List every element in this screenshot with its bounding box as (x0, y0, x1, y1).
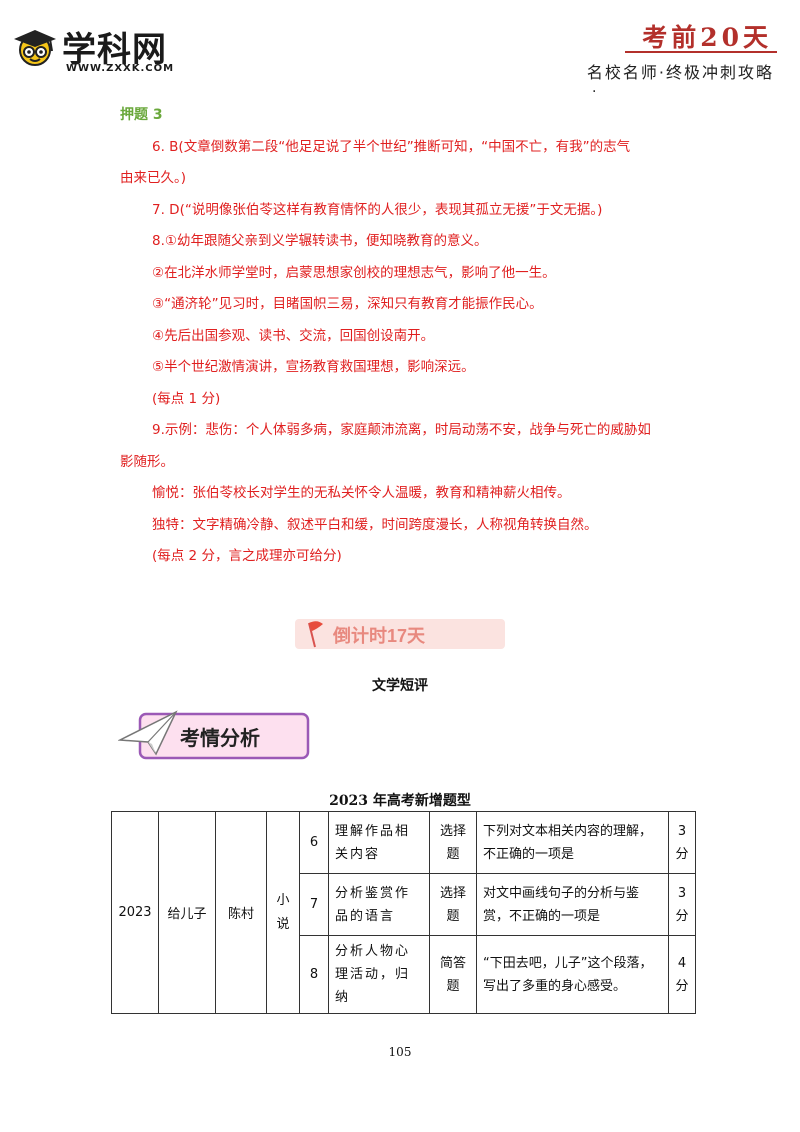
section-label: 押题 3 (120, 107, 163, 123)
logo-url: WWW.ZXXK.COM (66, 63, 175, 74)
answer-line: (每点 2 分，言之成理亦可给分) (152, 548, 342, 564)
cell-score: 3分 (675, 823, 689, 862)
cell-num: 7 (299, 873, 329, 936)
answer-line: 9.示例：悲伤：个人体弱多病，家庭颠沛流离，时局动荡不安，战争与死亡的威胁如 (152, 422, 651, 438)
cell-desc: 对文中画线句子的分析与鉴赏，不正确的一项是 (476, 873, 669, 936)
table-row: 7 分析鉴赏作品的语言 选择题 对文中画线句子的分析与鉴赏，不正确的一项是 3分 (112, 873, 696, 936)
cell-score: 4分 (675, 955, 689, 994)
analysis-banner: 考情分析 (118, 710, 310, 760)
cell-author: 陈村 (215, 811, 267, 1014)
answer-line: ⑤半个世纪激情演讲，宣扬教育救国理想，影响深远。 (152, 359, 475, 375)
exam-table: 2023 给儿子 陈村 小说 6 理解作品相关内容 选择题 下列对文本相关内容的… (111, 811, 696, 1014)
header-dot: . (592, 80, 597, 96)
answer-line: ②在北洋水师学堂时，启蒙思想家创校的理想志气，影响了他一生。 (152, 265, 556, 281)
cell-type: 简答题 (439, 955, 466, 994)
header-divider (625, 51, 777, 53)
cell-desc: “下田去吧，儿子”这个段落，写出了多重的身心感受。 (476, 935, 669, 1014)
answer-line: 影随形。 (120, 454, 174, 470)
cell-desc: 下列对文本相关内容的理解，不正确的一项是 (476, 811, 669, 874)
cell-year: 2023 (111, 811, 159, 1014)
cell-skill: 理解作品相关内容 (328, 811, 430, 874)
cell-text-title: 给儿子 (158, 811, 216, 1014)
answer-line: ④先后出国参观、读书、交流，回国创设南开。 (152, 328, 435, 344)
cell-genre: 小说 (276, 892, 290, 932)
countdown-banner: 倒计时17天 (295, 619, 505, 649)
table-row: 2023 给儿子 陈村 小说 6 理解作品相关内容 选择题 下列对文本相关内容的… (111, 811, 696, 1014)
cell-skill: 分析鉴赏作品的语言 (328, 873, 430, 936)
countdown-label: 倒计时17天 (332, 625, 426, 646)
answer-line: 由来已久。) (120, 170, 187, 186)
answer-line: (每点 1 分) (152, 391, 221, 407)
flag-icon (308, 621, 323, 648)
logo-text: 学科网 (62, 30, 167, 70)
table-title: 2023 年高考新增题型 (329, 793, 471, 809)
answer-line: 7. D(“说明像张伯苓这样有教育情怀的人很少，表现其孤立无援”于文无据。) (152, 202, 603, 218)
essay-title: 文学短评 (372, 678, 428, 694)
answer-line: 6. B(文章倒数第二段“他足足说了半个世纪”推断可知，“中国不亡，有我”的志气 (152, 139, 631, 155)
cell-type: 选择题 (439, 823, 466, 862)
cell-skill: 分析人物心理活动，归纳 (328, 935, 430, 1014)
cell-num: 8 (299, 935, 329, 1014)
page-number: 105 (388, 1045, 412, 1059)
cell-score: 3分 (675, 885, 689, 924)
cell-type: 选择题 (439, 885, 466, 924)
answer-line: ③“通济轮”见习时，目睹国帜三易，深知只有教育才能振作民心。 (152, 296, 543, 312)
analysis-label: 考情分析 (180, 726, 260, 750)
answer-line: 愉悦：张伯苓校长对学生的无私关怀令人温暖，教育和精神薪火相传。 (152, 485, 571, 501)
answer-line: 独特：文字精确冷静、叙述平白和缓，时间跨度漫长，人称视角转换自然。 (152, 517, 598, 533)
header-subtitle: 名校名师·终极冲刺攻略 (586, 63, 774, 82)
answer-line: 8.①幼年跟随父亲到义学辗转读书，便知晓教育的意义。 (152, 233, 488, 249)
table-row: 8 分析人物心理活动，归纳 简答题 “下田去吧，儿子”这个段落，写出了多重的身心… (112, 935, 696, 1014)
logo-mascot-icon (14, 30, 56, 66)
header-title: 考前20天 (642, 23, 772, 52)
cell-num: 6 (299, 811, 329, 874)
paper-plane-icon (118, 710, 178, 756)
